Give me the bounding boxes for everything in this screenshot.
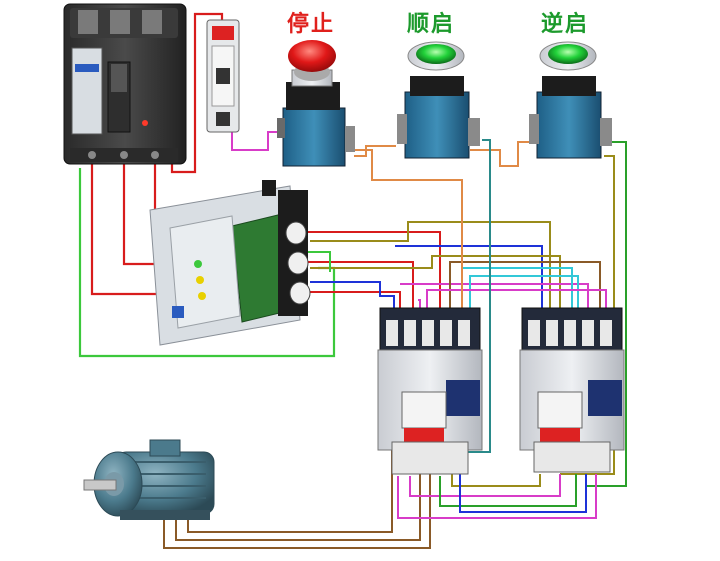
relay-led-yellow — [196, 276, 204, 284]
fuse-toggle[interactable] — [216, 68, 230, 84]
three-phase-motor[interactable] — [83, 439, 215, 520]
forward-start-push-button[interactable] — [397, 41, 480, 159]
contactor-blue-plate — [446, 380, 480, 416]
wire-group-relay-to-contactors — [296, 221, 607, 322]
wire-orange-fwd-to-rev — [470, 141, 532, 167]
breaker-terminal-screw — [78, 10, 98, 34]
reverse-start-push-button[interactable] — [529, 41, 612, 159]
contactor-red-label — [540, 428, 580, 442]
contactor-red-label — [404, 428, 444, 442]
breaker-terminal-screw — [110, 10, 130, 34]
breaker-indicator-led — [142, 120, 148, 126]
wire-red-1 — [90, 160, 185, 296]
fuse-red-label — [212, 26, 234, 40]
control-fuse[interactable] — [206, 19, 240, 133]
wire-group-motor — [163, 372, 597, 549]
motor-terminal-box — [149, 439, 181, 457]
main-circuit-breaker[interactable] — [63, 3, 187, 165]
breaker-terminal-screw — [142, 10, 162, 34]
breaker-toggle-lever[interactable] — [111, 64, 127, 92]
wire-green-rev — [586, 141, 627, 487]
wire-red-relay-out-1 — [296, 231, 441, 322]
breaker-brand-badge — [75, 64, 99, 72]
motor-shaft — [83, 479, 117, 491]
relay-brand-badge — [172, 306, 184, 318]
wire-red-relay-out-2 — [296, 261, 414, 322]
wire-magenta-3 — [426, 289, 607, 322]
stop-red-mushroom-cap[interactable] — [288, 40, 336, 72]
relay-terminal — [287, 251, 309, 275]
relay-led-yellow — [198, 292, 206, 300]
breaker-out-terminal — [151, 151, 159, 159]
breaker-out-terminal — [88, 151, 96, 159]
wire-blue-motor — [459, 466, 587, 513]
reverse-green-lamp-cap[interactable] — [548, 44, 588, 64]
wire-magenta-fuse-to-stop — [231, 130, 282, 151]
contactor-blue-plate — [588, 380, 622, 416]
relay-led-green — [194, 260, 202, 268]
forward-green-lamp-cap[interactable] — [416, 44, 456, 64]
wire-magenta-motor-2 — [409, 474, 561, 497]
wire-olive-1 — [310, 221, 551, 322]
breaker-out-terminal — [120, 151, 128, 159]
wire-blue-relay-1 — [310, 281, 395, 322]
relay-terminal — [289, 281, 311, 305]
forward-contactor[interactable] — [377, 307, 483, 475]
reverse-contactor[interactable] — [519, 307, 625, 473]
relay-terminal — [285, 221, 307, 245]
stop-label: 停止 — [287, 12, 336, 37]
wire-magenta-motor — [397, 474, 597, 519]
wire-blue-cross — [395, 245, 543, 322]
wire-cyan-2 — [469, 275, 579, 322]
wire-brown-motor-3 — [187, 372, 393, 533]
wire-brown-motor-2 — [175, 474, 421, 541]
forward-start-label: 顺启 — [407, 12, 456, 37]
reverse-start-label: 逆启 — [541, 12, 590, 37]
wire-teal-fwd — [460, 139, 491, 453]
wire-olive-2 — [310, 255, 561, 322]
stop-push-button[interactable] — [277, 40, 355, 167]
wire-brown-motor-1 — [163, 474, 431, 549]
wire-red-breaker-to-fuse — [170, 12, 224, 174]
wire-green-motor — [439, 474, 577, 507]
wire-orange-stop-to-fwd-2 — [354, 145, 396, 157]
motor-protection-relay[interactable] — [149, 180, 311, 346]
